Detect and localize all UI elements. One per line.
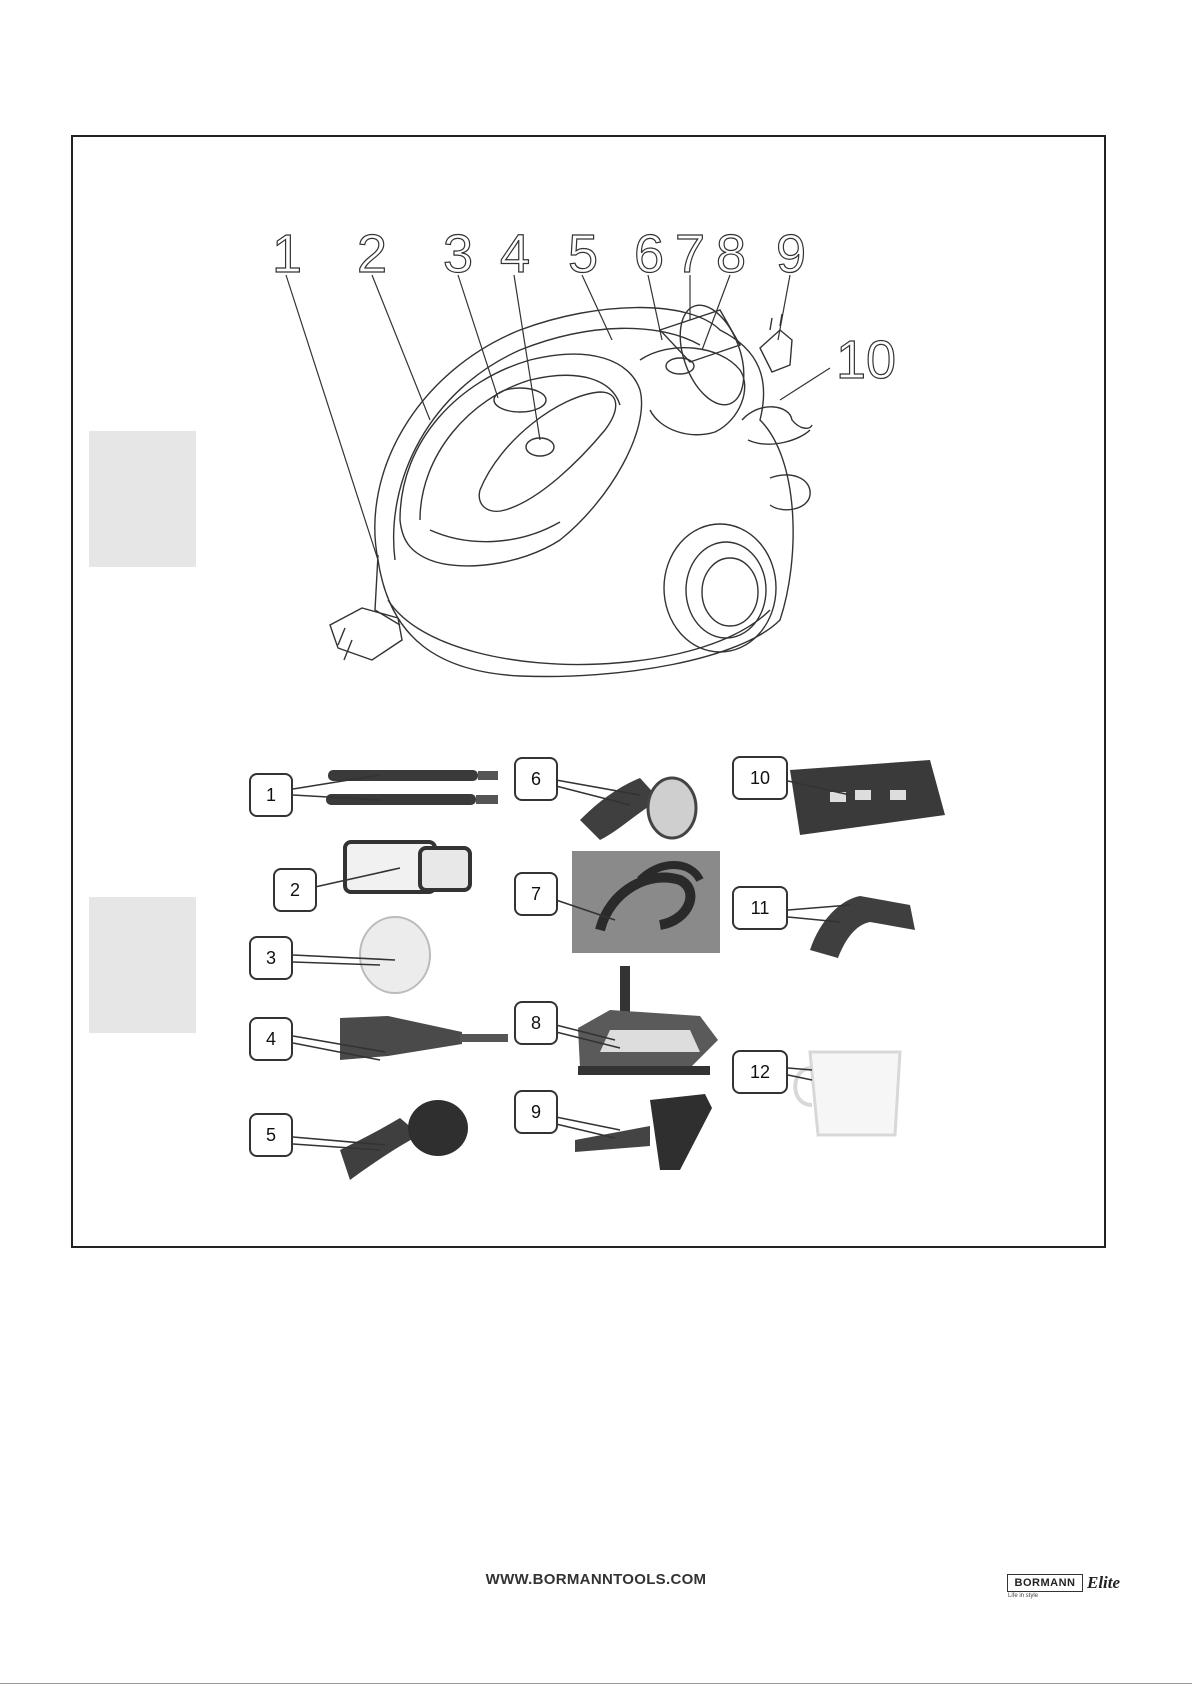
logo-tagline: Life in style <box>1008 1593 1038 1599</box>
callout-7: 7 <box>514 872 558 916</box>
callout-8: 8 <box>514 1001 558 1045</box>
callout-10: 10 <box>732 756 788 800</box>
accessory-cloths <box>345 842 470 892</box>
accessory-images <box>326 760 945 1180</box>
diagram-label-9: 9 <box>776 224 806 284</box>
diagram-label-3: 3 <box>443 224 473 284</box>
accessory-extension-tubes <box>326 770 498 805</box>
logo-elite: Elite <box>1087 1573 1120 1593</box>
steam-cleaner-drawing <box>330 297 812 677</box>
diagram-label-10: 10 <box>836 330 896 390</box>
bormann-elite-logo: BORMANN Elite Life in style <box>1007 1574 1117 1600</box>
accessory-bonnet <box>360 917 430 993</box>
diagram-label-6: 6 <box>634 224 664 284</box>
callout-6: 6 <box>514 757 558 801</box>
diagram-label-7: 7 <box>675 224 705 284</box>
callout-5: 5 <box>249 1113 293 1157</box>
callout-3: 3 <box>249 936 293 980</box>
callout-9: 9 <box>514 1090 558 1134</box>
diagram-numerals: 1 2 3 4 5 6 7 8 9 10 <box>272 224 896 390</box>
accessory-round-brush <box>340 1100 468 1180</box>
bottom-rule <box>0 1683 1192 1684</box>
logo-wordmark: BORMANN <box>1007 1574 1083 1592</box>
accessory-measuring-cup <box>795 1052 900 1135</box>
callout-11: 11 <box>732 886 788 930</box>
diagram-label-1: 1 <box>272 224 302 284</box>
accessory-floor-head <box>578 966 718 1075</box>
accessory-squeegee <box>575 1094 712 1170</box>
accessory-hose-photo <box>572 851 720 953</box>
callout-2: 2 <box>273 868 317 912</box>
callout-12: 12 <box>732 1050 788 1094</box>
callout-4: 4 <box>249 1017 293 1061</box>
diagram-label-5: 5 <box>568 224 598 284</box>
diagram-label-8: 8 <box>716 224 746 284</box>
accessory-elbow <box>810 896 915 958</box>
callout-1: 1 <box>249 773 293 817</box>
accessory-holder-plate <box>790 760 945 835</box>
diagram-label-4: 4 <box>500 224 530 284</box>
accessory-jet-nozzle <box>340 1016 508 1060</box>
diagram-label-2: 2 <box>357 224 387 284</box>
